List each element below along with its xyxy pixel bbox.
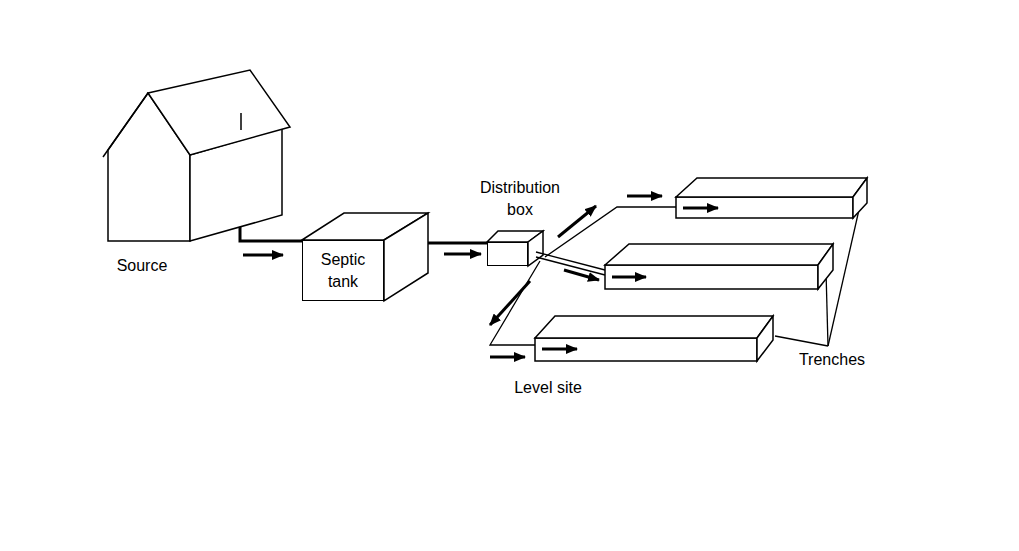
callout-label: Trenches xyxy=(797,350,867,370)
pipe-line xyxy=(428,242,487,245)
septic-tank: Septic tank xyxy=(302,240,384,301)
trench-side xyxy=(853,178,867,218)
leader-line xyxy=(828,201,861,346)
trench xyxy=(605,265,818,289)
flow-arrow xyxy=(627,195,662,198)
trench-side xyxy=(757,316,773,361)
node-text: Septic tank xyxy=(305,249,381,293)
leader-line xyxy=(826,271,828,346)
house-part xyxy=(240,113,242,130)
pipe-connector xyxy=(240,226,302,255)
house-part xyxy=(148,70,290,155)
trench-top xyxy=(676,178,867,197)
dbox-side xyxy=(528,231,543,266)
trench-top xyxy=(535,316,773,338)
node-text: Source xyxy=(97,255,187,277)
distribution-box: Distribution box xyxy=(487,242,528,266)
tank-side xyxy=(384,213,428,301)
trench-top xyxy=(605,244,833,265)
flow-arrow xyxy=(612,276,646,279)
house-outline xyxy=(100,65,295,245)
trench xyxy=(676,197,853,218)
flow-arrow xyxy=(683,207,718,210)
site-label: Level site xyxy=(512,378,584,398)
house: Source xyxy=(100,65,295,245)
flow-arrow xyxy=(444,253,481,256)
pipe-line xyxy=(240,226,302,241)
flow-arrow xyxy=(490,281,530,325)
trench-side xyxy=(818,244,833,289)
leader-line xyxy=(775,336,828,346)
flow-arrow xyxy=(542,348,577,351)
level-site-edge xyxy=(490,261,540,345)
trench xyxy=(535,338,757,361)
house-part xyxy=(103,93,148,157)
node-text: Distribution box xyxy=(468,177,572,221)
pipe-connector xyxy=(428,243,487,254)
flow-arrow xyxy=(243,254,283,257)
flow-arrow xyxy=(564,270,599,280)
flow-arrow xyxy=(558,206,596,237)
flow-arrow xyxy=(490,356,525,359)
pipe xyxy=(536,252,605,270)
